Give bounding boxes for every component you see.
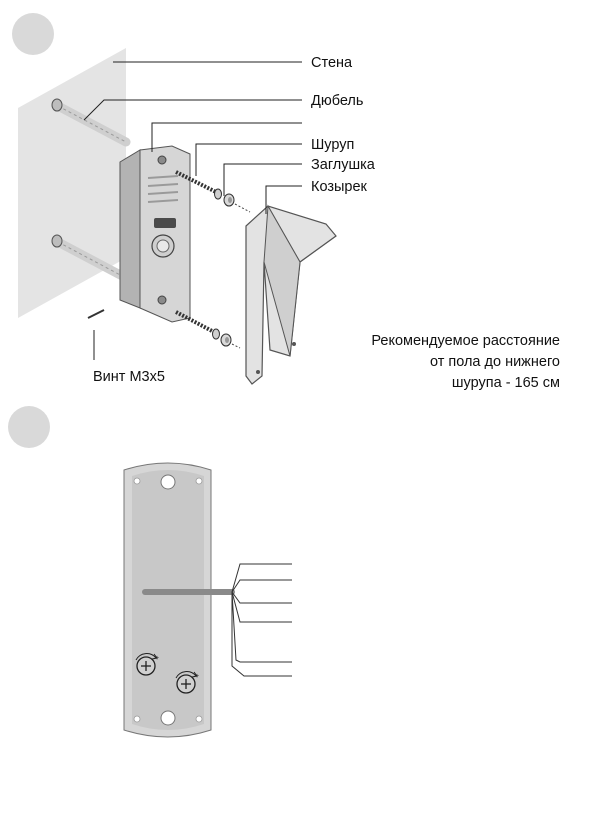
label-screw: Шуруп bbox=[311, 137, 354, 153]
wire-leads bbox=[231, 563, 292, 677]
recommendation-line-3: шурупа - 165 см bbox=[452, 375, 560, 391]
dowel-top bbox=[51, 98, 131, 147]
adjust-screw-left: + bbox=[135, 653, 159, 676]
screw-top bbox=[175, 170, 222, 200]
call-panel bbox=[119, 145, 191, 323]
plug-bottom bbox=[220, 333, 241, 349]
mount-hole-bottom bbox=[160, 710, 176, 726]
svg-text:+: + bbox=[155, 655, 159, 662]
label-plug: Заглушка bbox=[311, 157, 376, 173]
back-plate bbox=[123, 462, 235, 738]
step-1-marker bbox=[12, 13, 54, 55]
visor bbox=[245, 204, 337, 385]
recommendation-line-1: Рекомендуемое расстояние bbox=[371, 333, 560, 349]
label-visor: Козырек bbox=[311, 179, 368, 195]
dowel-bottom bbox=[51, 234, 131, 283]
screw-bottom bbox=[175, 310, 220, 340]
leader-lines-step-1 bbox=[83, 61, 302, 360]
adjust-screw-right: + bbox=[175, 671, 199, 694]
camera-window bbox=[154, 218, 176, 228]
bolt bbox=[87, 309, 105, 319]
recommendation-line-2: от пола до нижнего bbox=[430, 354, 560, 370]
label-dowel: Дюбель bbox=[311, 93, 363, 109]
label-wall: Стена bbox=[311, 55, 353, 71]
step-2-marker bbox=[8, 406, 50, 448]
panel-screw-hole-bottom bbox=[157, 295, 167, 305]
label-bolt: Винт М3х5 bbox=[93, 369, 165, 385]
panel-screw-hole-top bbox=[157, 155, 167, 165]
svg-text:+: + bbox=[195, 673, 199, 680]
mount-hole-top bbox=[160, 474, 176, 490]
plug-top bbox=[223, 193, 251, 213]
wall bbox=[18, 48, 126, 318]
